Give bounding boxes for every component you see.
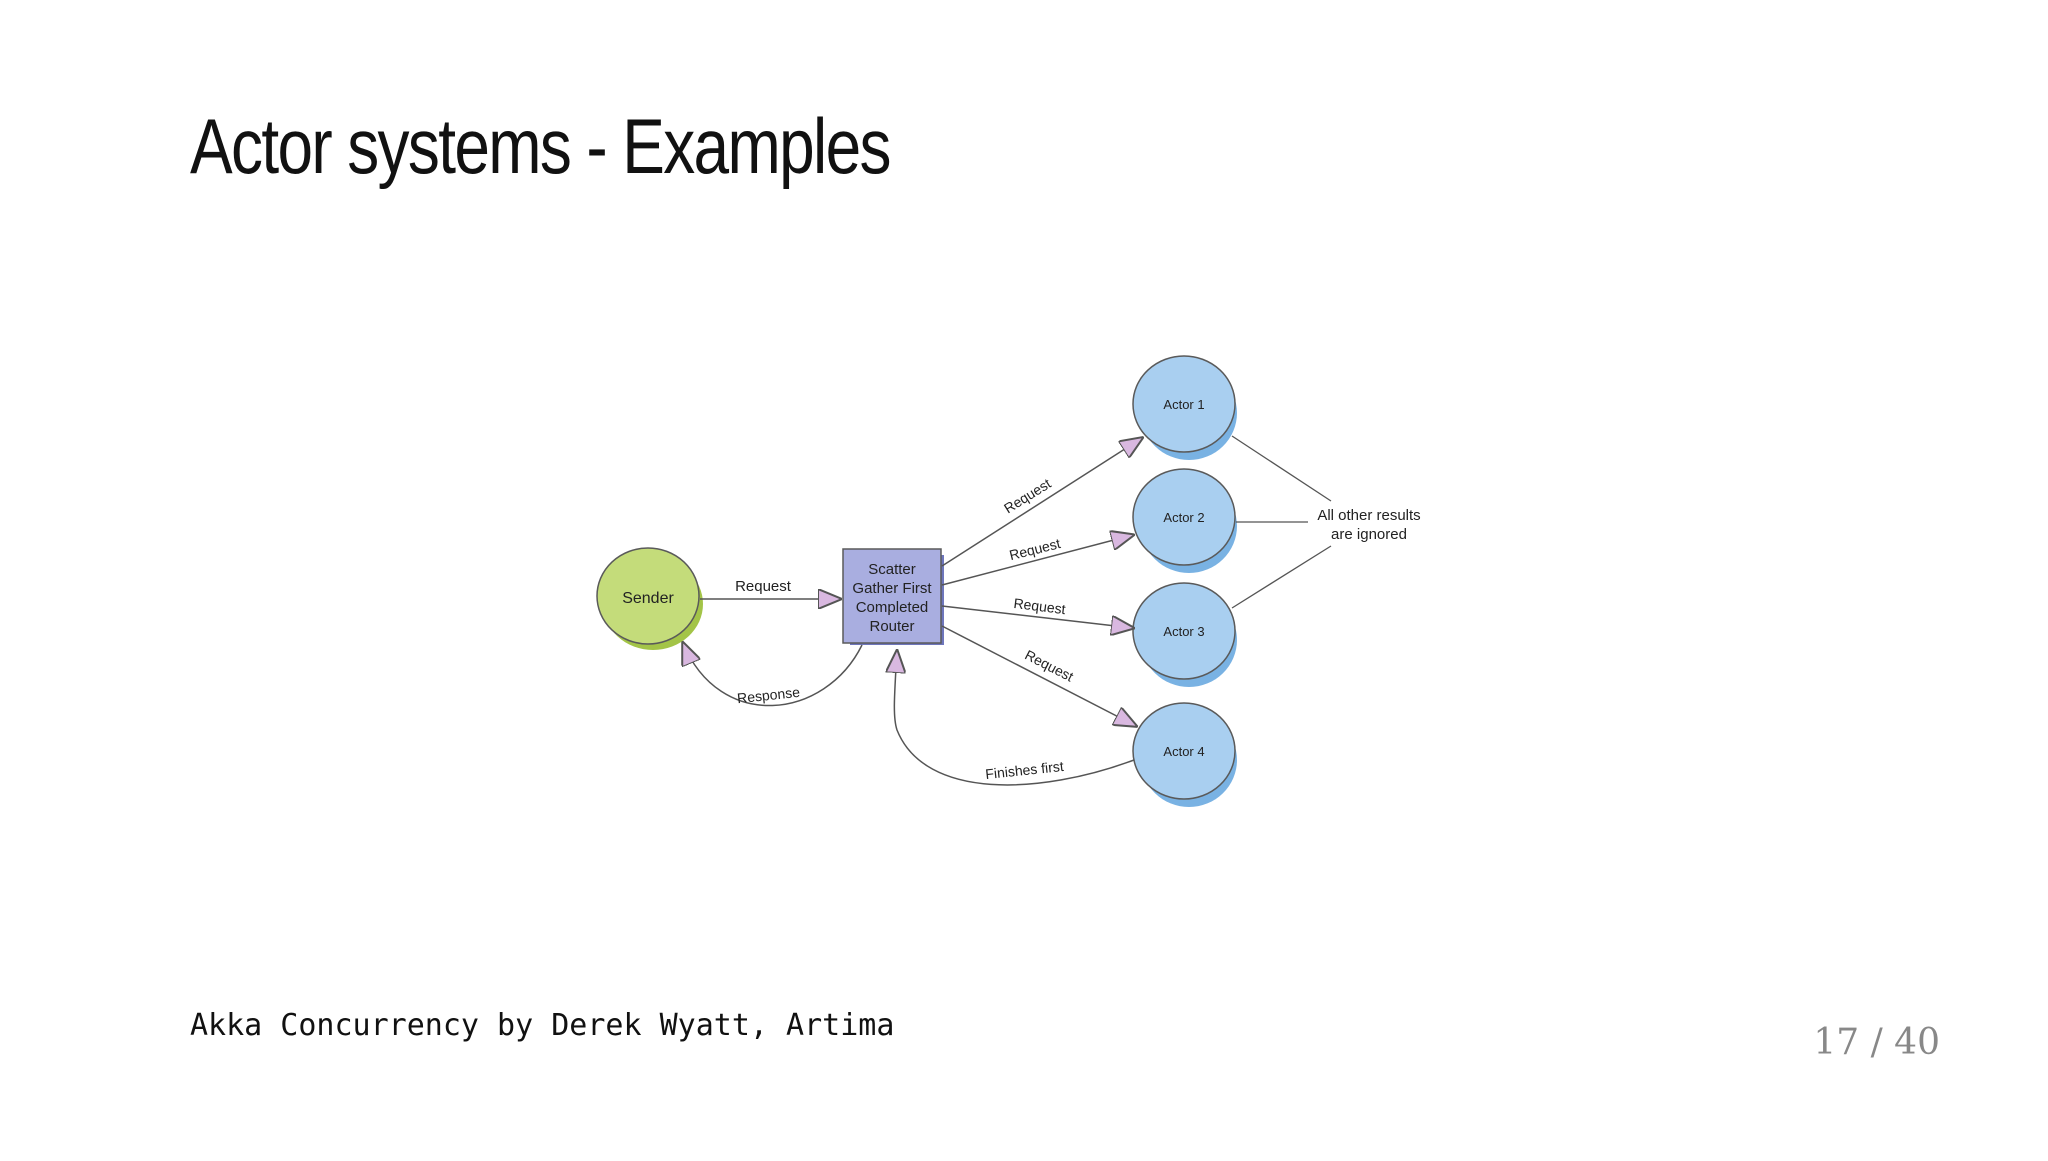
router-label-line-4: Router	[869, 618, 914, 635]
actor-1-node: Actor 1	[1132, 355, 1237, 460]
request-arrow-actor-3	[941, 605, 1133, 628]
router-node: Scatter Gather First Completed Router	[842, 548, 944, 645]
finishes-first-arrow	[894, 651, 1135, 786]
actor-1-label: Actor 1	[1163, 397, 1204, 412]
actor-4-label: Actor 4	[1163, 744, 1204, 759]
router-label-line-3: Completed	[856, 599, 929, 616]
finishes-first-label: Finishes first	[985, 758, 1065, 782]
note-line-1: All other results	[1317, 507, 1420, 524]
note-line-actor-1	[1231, 435, 1332, 502]
note-line-actor-3	[1231, 545, 1332, 609]
actor-2-label: Actor 2	[1163, 510, 1204, 525]
request-label-actor-3: Request	[1013, 595, 1067, 617]
response-arrow	[683, 643, 863, 707]
response-label: Response	[736, 684, 801, 707]
request-label-actor-4: Request	[1022, 647, 1076, 685]
request-arrow-actor-4	[941, 625, 1136, 726]
note-line-2: are ignored	[1331, 526, 1407, 543]
request-label-sender-router: Request	[735, 578, 792, 595]
request-arrow-actor-1	[941, 438, 1142, 567]
actor-4-node: Actor 4	[1132, 702, 1237, 807]
request-arrow-actor-2	[941, 535, 1133, 586]
page-number: 17 / 40	[1813, 1022, 1940, 1063]
router-label-line-2: Gather First	[852, 580, 932, 597]
request-label-actor-2: Request	[1008, 535, 1063, 563]
slide-title: Actor systems - Examples	[190, 102, 892, 190]
actor-2-node: Actor 2	[1132, 468, 1237, 573]
sender-label: Sender	[622, 590, 674, 607]
actor-3-node: Actor 3	[1132, 582, 1237, 687]
source-caption: Akka Concurrency by Derek Wyatt, Artima	[190, 1008, 895, 1043]
actor-3-label: Actor 3	[1163, 624, 1204, 639]
router-label-line-1: Scatter	[868, 561, 916, 578]
sender-node: Sender	[596, 547, 703, 650]
request-label-actor-1: Request	[1001, 475, 1054, 516]
